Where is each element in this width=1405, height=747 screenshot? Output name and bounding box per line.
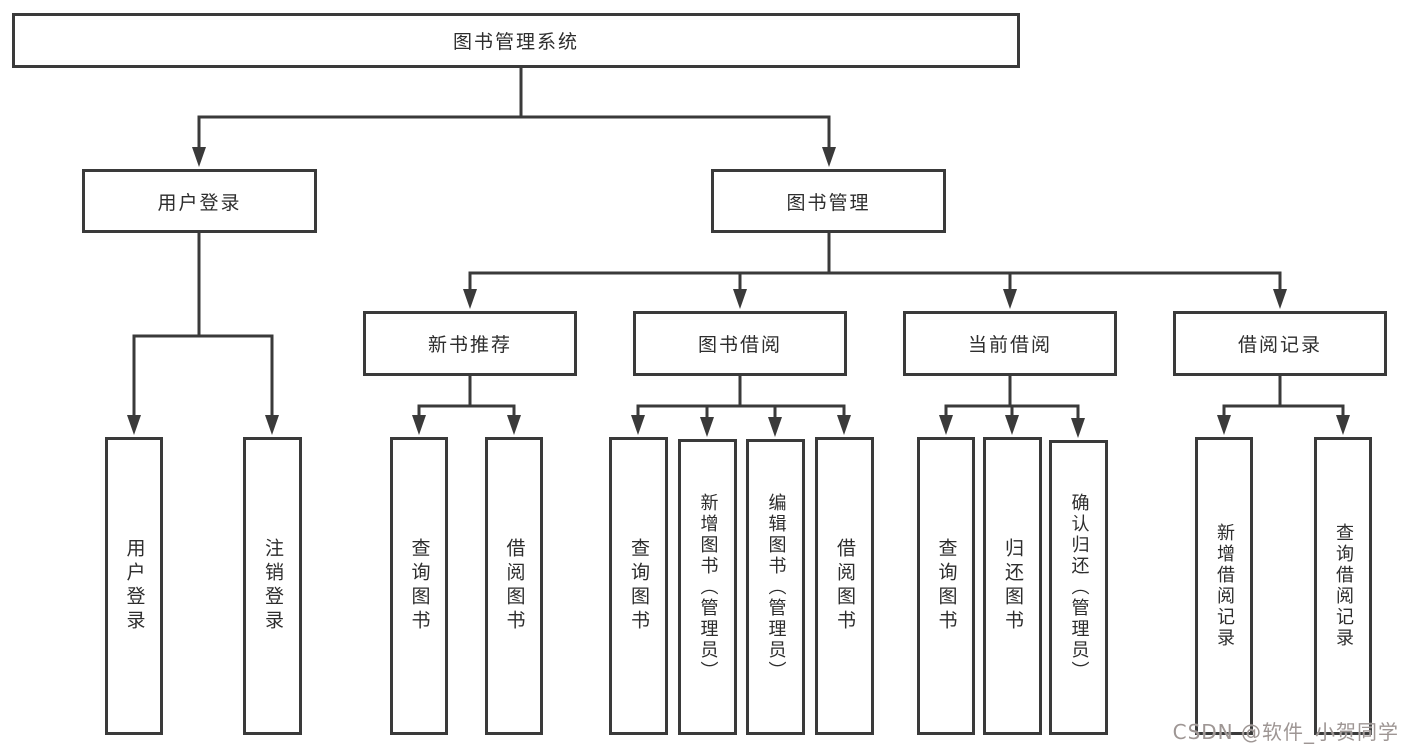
node-current-borrowing: 当前借阅	[903, 311, 1117, 376]
leaf-cb-return-books: 归还图书	[983, 437, 1042, 735]
leaf-bb-add-books-admin: 新增图书（管理员）	[678, 439, 737, 735]
node-book-borrowing: 图书借阅	[633, 311, 847, 376]
watermark: CSDN @软件_小贺同学	[1172, 720, 1399, 744]
leaf-cb-query-books: 查询图书	[917, 437, 975, 735]
leaf-br-add-record: 新增借阅记录	[1195, 437, 1253, 735]
leaf-user-login: 用户登录	[105, 437, 163, 735]
node-new-book-recommend: 新书推荐	[363, 311, 577, 376]
leaf-bb-query-books: 查询图书	[609, 437, 668, 735]
leaf-nbr-borrow-books: 借阅图书	[485, 437, 543, 735]
leaf-logout: 注销登录	[243, 437, 302, 735]
leaf-cb-confirm-return-admin: 确认归还（管理员）	[1049, 440, 1108, 735]
leaf-nbr-query-books: 查询图书	[390, 437, 448, 735]
node-borrow-records: 借阅记录	[1173, 311, 1387, 376]
leaf-bb-edit-books-admin: 编辑图书（管理员）	[746, 439, 805, 735]
node-root-system: 图书管理系统	[12, 13, 1020, 68]
leaf-bb-borrow-books: 借阅图书	[815, 437, 874, 735]
node-book-management-branch: 图书管理	[711, 169, 946, 233]
node-user-login-branch: 用户登录	[82, 169, 317, 233]
leaf-br-query-record: 查询借阅记录	[1314, 437, 1372, 735]
